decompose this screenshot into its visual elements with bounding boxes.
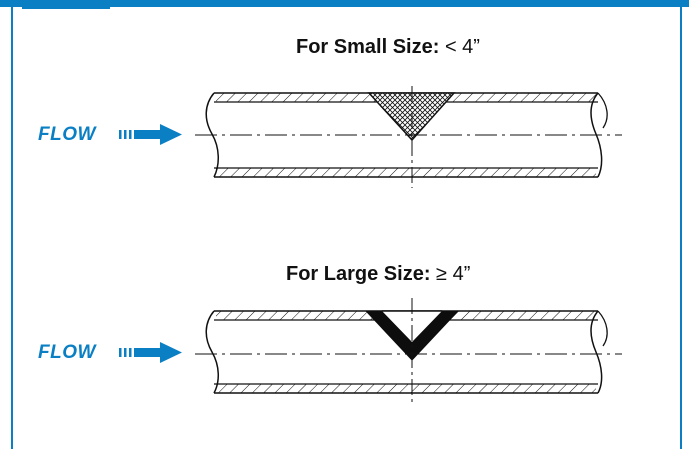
frame-header-tab: [22, 0, 110, 9]
small-size-value: < 4”: [444, 36, 480, 58]
flow-arrow-bottom: [119, 342, 182, 363]
frame-left-border: [11, 7, 13, 449]
flow-arrow-top: [119, 124, 182, 145]
frame-right-border: [680, 7, 682, 449]
flow-label-bottom: FLOW: [38, 342, 96, 363]
small-size-label: For Small Size:: [296, 36, 440, 58]
large-size-title: For Large Size: ≥ 4”: [286, 263, 470, 286]
large-pipe-left-break: [205, 310, 219, 394]
flow-label-top: FLOW: [38, 124, 96, 145]
large-pipe: [195, 298, 622, 405]
small-size-title: For Small Size: < 4”: [296, 36, 480, 59]
small-pipe-left-break: [205, 92, 219, 178]
frame-top-border: [0, 0, 689, 7]
small-pipe: [195, 86, 622, 188]
large-pipe-bottom-wall: [216, 384, 596, 393]
small-pipe-right-break: [590, 92, 603, 178]
large-pipe-right-break: [590, 310, 603, 394]
large-size-value: ≥ 4”: [436, 263, 471, 285]
small-pipe-bottom-wall: [216, 168, 596, 177]
large-size-label: For Large Size:: [286, 263, 431, 285]
